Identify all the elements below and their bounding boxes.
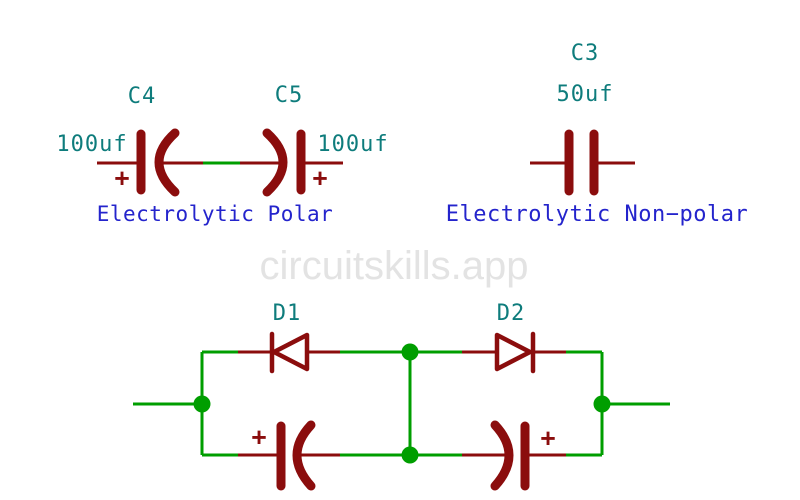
c3-value-label: 50uf [557,82,614,107]
c4-polarity-mark: + [114,163,129,192]
junction-dot-center-top [401,343,419,361]
junction-dot-center-bottom [401,446,419,464]
junction-dot-left [193,395,211,413]
d1-reference-label: D1 [273,301,302,326]
c5-value-label: 100uf [317,132,388,157]
bridge-circuit-group: D1 D2 + + [133,301,670,491]
c4-curved-plate [154,128,180,197]
bridge-cap-right-polarity-mark: + [540,423,555,452]
bridge-cap-left-polarity-mark: + [251,422,266,451]
d2-anode-triangle [494,332,533,372]
d2-reference-label: D2 [497,301,526,326]
nonpolar-capacitor-group: C3 50uf Electrolytic Non−polar [446,41,748,227]
watermark-text: circuitskills.app [260,244,529,288]
d1-anode-triangle [271,332,310,372]
polar-capacitor-group: C4 C5 100uf 100uf + + Electrolytic Polar [56,83,388,226]
c4-reference-label: C4 [128,84,157,109]
bridge-cap-left-curved-plate [292,420,316,491]
c5-curved-plate [262,128,288,197]
polar-section-caption: Electrolytic Polar [97,202,334,226]
junction-dot-right [593,395,611,413]
c4-value-label: 100uf [56,132,127,157]
c5-reference-label: C5 [275,83,304,108]
nonpolar-section-caption: Electrolytic Non−polar [446,202,748,227]
bridge-cap-right-curved-plate [490,420,514,491]
c5-polarity-mark: + [312,163,327,192]
c3-reference-label: C3 [571,41,600,66]
